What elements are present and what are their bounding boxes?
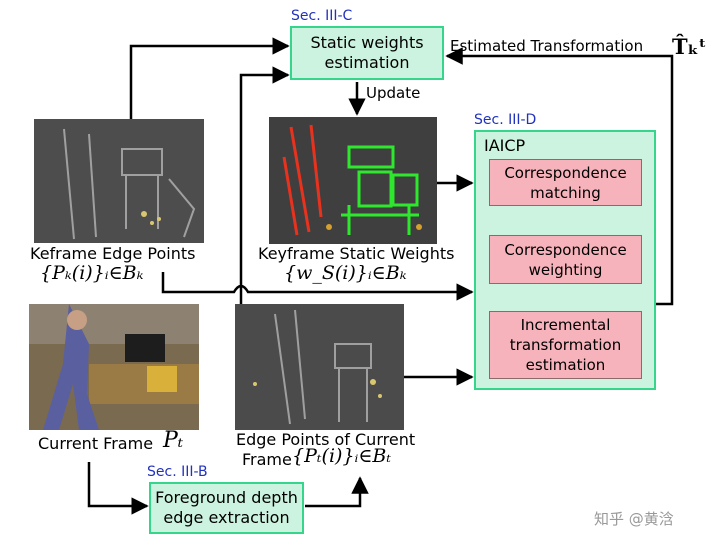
iaicp-title: IAICP <box>484 136 526 155</box>
correspondence-weighting-label: Correspondence weighting <box>504 240 627 279</box>
current-frame-caption: Current Frame <box>38 434 154 453</box>
current-edge-points-image <box>235 304 404 430</box>
correspondence-matching-label: Correspondence matching <box>504 163 627 202</box>
transformation-symbol: T̂ₖᵗ <box>672 34 707 59</box>
keyframe-edge-image <box>34 119 204 243</box>
keyframe-edge-caption: Keframe Edge Points <box>30 244 196 263</box>
foreground-extraction-box: Foreground depth edge extraction <box>149 482 304 534</box>
keyframe-weights-math: {w_S(i)}ᵢ∈Bₖ <box>284 262 407 284</box>
section-label-static: Sec. III-C <box>291 8 353 24</box>
keyframe-static-weights-image <box>269 117 437 244</box>
current-edge-caption-line1: Edge Points of Current <box>236 430 416 449</box>
correspondence-matching-box: Correspondence matching <box>489 159 642 206</box>
current-edge-caption-line2: Frame <box>242 450 292 469</box>
incremental-estimation-box: Incremental transformation estimation <box>489 311 642 379</box>
watermark: 知乎 @黄浛 <box>594 510 674 528</box>
current-edge-math: {Pₜ(i)}ᵢ∈Bₜ <box>292 445 392 467</box>
incremental-estimation-label: Incremental transformation estimation <box>509 316 622 374</box>
correspondence-weighting-box: Correspondence weighting <box>489 235 642 284</box>
static-weights-box: Static weights estimation <box>290 26 444 80</box>
estimated-transformation-label: Estimated Transformation <box>450 37 644 55</box>
keyframe-edge-math: {Pₖ(i)}ᵢ∈Bₖ <box>40 262 144 284</box>
static-weights-label: Static weights estimation <box>310 33 424 72</box>
section-label-foreground: Sec. III-B <box>147 464 208 480</box>
foreground-extraction-label: Foreground depth edge extraction <box>155 488 298 527</box>
keyframe-weights-caption: Keyframe Static Weights <box>258 244 455 263</box>
section-label-iaicp: Sec. III-D <box>474 112 537 128</box>
current-frame-image <box>29 304 199 430</box>
update-label: Update <box>366 84 421 102</box>
current-frame-math: Pₜ <box>163 428 184 453</box>
